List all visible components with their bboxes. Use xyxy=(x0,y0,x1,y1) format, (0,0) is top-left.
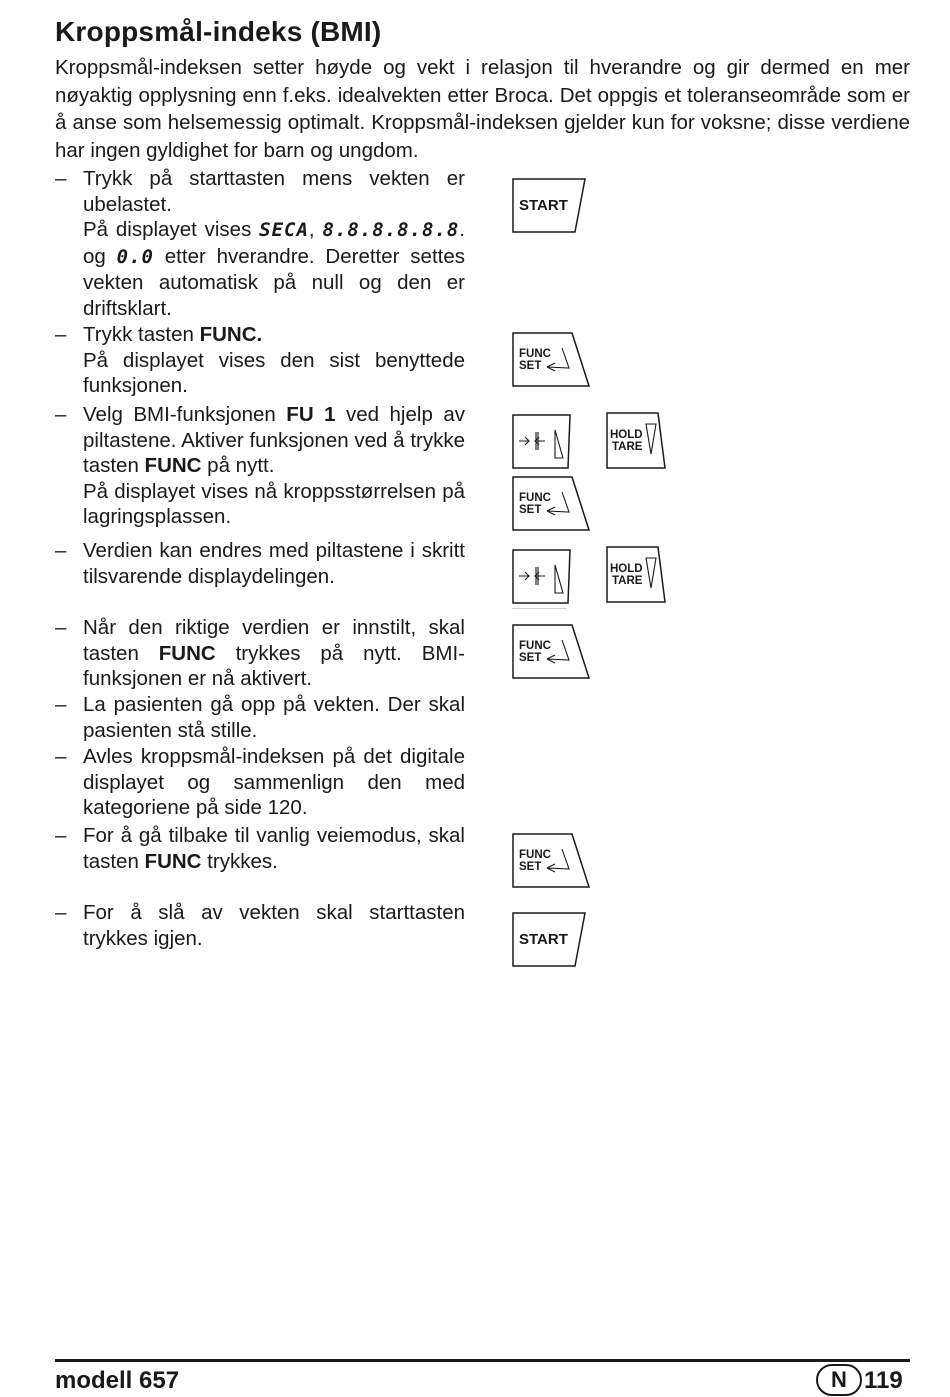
svg-text:TARE: TARE xyxy=(612,441,643,453)
arrow-key-left[interactable] xyxy=(512,549,572,605)
left-right-arrow-icon xyxy=(519,567,545,585)
footer-rule xyxy=(55,1359,910,1362)
svg-text:FUNC: FUNC xyxy=(519,849,551,861)
step-text: For å slå av vekten skal starttasten try… xyxy=(83,901,465,950)
language-badge: N xyxy=(816,1364,862,1396)
page-number: 119 xyxy=(864,1367,903,1394)
lcd-zero: 0.0 xyxy=(116,245,154,268)
enter-arrow-icon xyxy=(546,848,570,873)
step-text: La pasienten gå opp på vekten. Der skal … xyxy=(83,693,465,742)
svg-text:FUNC: FUNC xyxy=(519,348,551,360)
svg-text:SET: SET xyxy=(519,360,541,372)
bullet-dash: – xyxy=(55,539,67,562)
step-switch-off: – For å slå av vekten skal starttasten t… xyxy=(55,900,465,951)
triangle-icon xyxy=(645,557,657,589)
step-select-bmi: – Velg BMI-funksjonen FU 1 ved hjelp av … xyxy=(55,402,465,530)
svg-text:FUNC: FUNC xyxy=(519,640,551,652)
lcd-seca: SECA xyxy=(259,219,309,241)
bullet-dash: – xyxy=(55,901,67,924)
hold-tare-key[interactable]: HOLD TARE xyxy=(606,546,668,604)
step-text: På displayet vises den sist benyttede fu… xyxy=(83,348,465,398)
func-set-key[interactable]: FUNC SET xyxy=(512,476,592,532)
enter-arrow-icon xyxy=(546,639,570,664)
step-text: Når den riktige verdien er innstilt, ska… xyxy=(83,616,465,690)
start-key[interactable]: START xyxy=(512,178,588,234)
step-text: Avles kroppsmål-indeksen på det digitale… xyxy=(83,745,465,819)
enter-arrow-icon xyxy=(546,347,570,372)
step-text: Trykk på starttasten mens vekten er ubel… xyxy=(83,167,465,216)
step-press-func: – Trykk tasten FUNC. På displayet vises … xyxy=(55,322,465,399)
footer-model: modell 657 xyxy=(55,1367,180,1394)
step-start-scale: – Trykk på starttasten mens vekten er ub… xyxy=(55,166,465,321)
step-text: På displayet vises nå kroppsstørrelsen p… xyxy=(83,479,465,529)
svg-text:HOLD: HOLD xyxy=(610,429,643,441)
step-return-weighing: – For å gå tilbake til vanlig veiemodus,… xyxy=(55,823,465,874)
svg-text:START: START xyxy=(519,197,568,214)
bullet-dash: – xyxy=(55,616,67,639)
svg-text:FUNC: FUNC xyxy=(519,492,551,504)
start-key[interactable]: START xyxy=(512,912,588,968)
step-text: For å gå tilbake til vanlig veiemodus, s… xyxy=(83,824,465,873)
step-text: Velg BMI-funksjonen FU 1 ved hjelp av pi… xyxy=(83,403,465,477)
triangle-icon xyxy=(554,429,564,459)
step-text: Verdien kan endres med piltastene i skri… xyxy=(83,539,465,588)
divider xyxy=(512,608,567,609)
svg-text:SET: SET xyxy=(519,652,541,664)
step-adjust-value: – Verdien kan endres med piltastene i sk… xyxy=(55,538,465,589)
bullet-dash: – xyxy=(55,403,67,426)
bullet-dash: – xyxy=(55,167,67,190)
func-set-key[interactable]: FUNC SET xyxy=(512,624,592,680)
func-set-key[interactable]: FUNC SET xyxy=(512,332,592,388)
page-title: Kroppsmål-indeks (BMI) xyxy=(55,16,382,47)
step-patient-on-scale: – La pasienten gå opp på vekten. Der ska… xyxy=(55,692,465,743)
lcd-test-pattern: 8.8.8.8.8.8 xyxy=(322,219,460,241)
intro-paragraph: Kroppsmål-indeksen setter høyde og vekt … xyxy=(55,56,910,162)
svg-text:SET: SET xyxy=(519,861,541,873)
bullet-dash: – xyxy=(55,323,67,346)
triangle-icon xyxy=(645,423,657,455)
arrow-key-left[interactable] xyxy=(512,414,572,470)
svg-text:HOLD: HOLD xyxy=(610,563,643,575)
step-text: Trykk tasten FUNC. xyxy=(83,323,263,346)
func-set-key[interactable]: FUNC SET xyxy=(512,833,592,889)
step-confirm-value: – Når den riktige verdien er innstilt, s… xyxy=(55,615,465,692)
svg-text:SET: SET xyxy=(519,504,541,516)
bullet-dash: – xyxy=(55,693,67,716)
bullet-dash: – xyxy=(55,745,67,768)
step-read-bmi: – Avles kroppsmål-indeksen på det digita… xyxy=(55,744,465,821)
left-right-arrow-icon xyxy=(519,432,545,450)
enter-arrow-icon xyxy=(546,491,570,516)
hold-tare-key[interactable]: HOLD TARE xyxy=(606,412,668,470)
triangle-icon xyxy=(554,564,564,594)
bullet-dash: – xyxy=(55,824,67,847)
svg-text:TARE: TARE xyxy=(612,575,643,587)
svg-text:START: START xyxy=(519,931,568,948)
step-text-display: På displayet vises SECA, 8.8.8.8.8.8. og… xyxy=(83,218,465,320)
